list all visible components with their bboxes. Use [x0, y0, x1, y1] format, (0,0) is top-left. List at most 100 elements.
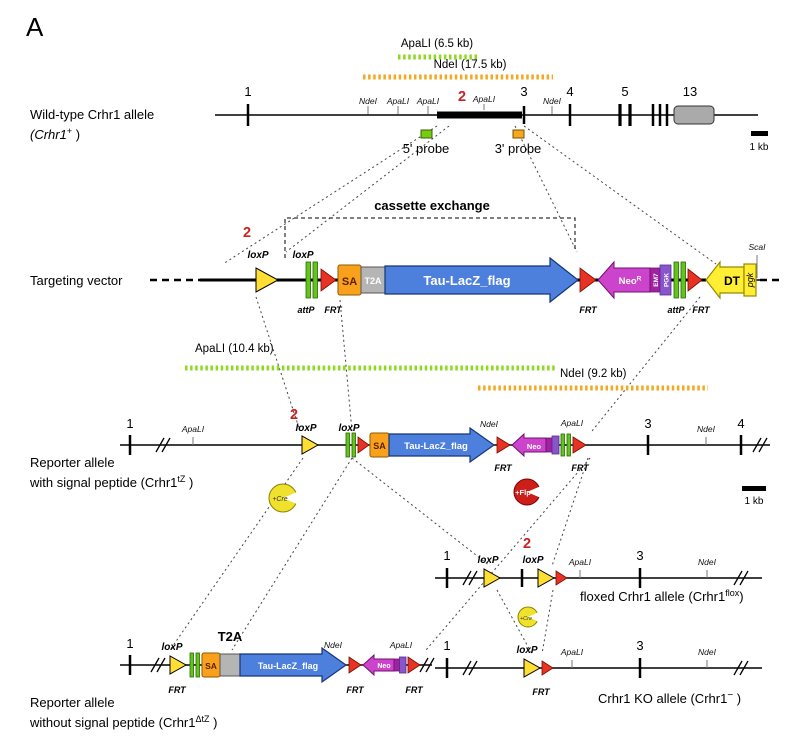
five-prime-probe-label: 5' probe: [403, 141, 450, 156]
five-prime-probe-box: [420, 129, 433, 139]
rnsp-neo-label: Neo: [377, 663, 390, 670]
rnsp-break-left: [150, 657, 166, 673]
cassette-exchange-label: cassette exchange: [374, 198, 490, 213]
wt-ndei-fragment-label: NdeI (17.5 kb): [434, 59, 507, 71]
vector-dt-label: DT: [724, 274, 741, 288]
vector-t2a-box: [360, 266, 386, 294]
cre-wedge: [283, 491, 299, 505]
rsp-exon3-label: 3: [644, 416, 651, 431]
rnsp-em7-box: [393, 658, 400, 672]
vector-pgk-box: [659, 264, 672, 296]
rsp-attp2-bar-b: [566, 433, 571, 457]
wt-title: Wild-type Crhr1 allele: [30, 107, 154, 122]
wt-apali-site-label-1: ApaLI: [386, 96, 410, 106]
floxed-loxp2-triangle: [537, 568, 556, 588]
rnsp-loxp-label: loxP: [161, 642, 182, 653]
ko-title: Crhr1 KO allele (Crhr1− ): [598, 690, 741, 706]
wt-scale-label: 1 kb: [750, 142, 769, 153]
panel-label: A: [26, 12, 44, 42]
rsp-ndei-fragment-label: NdeI (9.2 kb): [560, 368, 627, 380]
wt-apali-site-label-2: ApaLI: [416, 96, 440, 106]
rsp-tau-lacz-arrow: [388, 426, 496, 464]
rsp-frt0-triangle: [357, 436, 370, 454]
rnsp-t2a-box: [219, 653, 241, 677]
cre-small-wedge: [528, 612, 539, 622]
rsp-apali-mid-label: ApaLI: [560, 418, 584, 428]
cassette-exchange-bracket: [284, 217, 576, 258]
targeting-vector-section: cassette exchange 2 loxP loxP attP FRT S…: [30, 198, 780, 315]
rnsp-exon1-label: 1: [126, 636, 133, 651]
floxed-title: floxed Crhr1 allele (Crhr1flox): [580, 588, 744, 604]
rnsp-frt0-label: FRT: [168, 685, 187, 695]
rsp-loxp1-triangle: [301, 435, 320, 455]
rsp-frt1-triangle: [496, 436, 511, 454]
rnsp-sa-label: SA: [205, 661, 217, 671]
reporter-nosp-section: 1 loxP FRT SA T2A Tau-LacZ_flag NdeI FRT…: [29, 629, 435, 730]
rnsp-loxp-triangle: [169, 655, 188, 675]
rsp-attp2-bar-a: [560, 433, 565, 457]
wt-exon5-label: 5: [621, 84, 628, 99]
wt-exon2-label: 2: [458, 89, 466, 105]
wildtype-allele-section: ApaLI (6.5 kb) NdeI (17.5 kb) 1 NdeI Apa…: [30, 38, 769, 156]
rsp-title-2: with signal peptide (Crhr1tZ ): [29, 474, 193, 490]
three-prime-probe-box: [512, 129, 525, 139]
wt-exon13-utr-box: [673, 105, 715, 125]
ko-loxp-triangle: [523, 658, 542, 678]
vector-attp2-bar-a: [673, 261, 679, 299]
ko-allele-section: 1 loxP FRT ApaLI 3 NdeI Crhr1 KO allele …: [435, 638, 762, 706]
rsp-scale-label: 1 kb: [745, 496, 764, 507]
funnel-wt-to-vector: [222, 125, 717, 265]
vector-exon2-label: 2: [243, 225, 251, 241]
ko-break-left: [462, 660, 478, 676]
ko-break-right: [733, 660, 749, 676]
rnsp-frt1-triangle: [348, 656, 362, 674]
rsp-exon2-label: 2: [290, 407, 298, 423]
rnsp-tau-lacz-label: Tau-LacZ_flag: [258, 661, 318, 671]
rnsp-pgk-box: [399, 656, 407, 674]
three-prime-probe-label: 3' probe: [495, 141, 542, 156]
wt-exon1-label: 1: [244, 84, 251, 99]
rsp-attp-bar-b: [351, 432, 356, 458]
vector-loxp1-label: loxP: [247, 250, 268, 261]
floxed-allele-section: 1 loxP 2 loxP ApaLI 3 NdeI floxed Crhr1 …: [435, 536, 762, 628]
wt-exon13-label: 13: [683, 84, 697, 99]
funnel-vector-to-reporter: [255, 296, 701, 432]
wt-exon2-region: [437, 111, 522, 119]
rsp-tau-lacz-label: Tau-LacZ_flag: [404, 441, 468, 452]
rnsp-tau-lacz-arrow: [239, 646, 348, 684]
vector-frt2-label: FRT: [579, 305, 598, 315]
rsp-exon1-label: 1: [126, 416, 133, 431]
vector-attp1-bar-a: [305, 261, 311, 299]
floxed-loxp1-label: loxP: [477, 555, 498, 566]
floxed-break-left: [462, 570, 478, 586]
rsp-pgk-box: [551, 435, 560, 455]
rsp-neo-label: Neo: [527, 442, 542, 451]
vector-sa-label: SA: [342, 276, 357, 288]
rsp-em7-box: [545, 437, 553, 453]
vector-title: Targeting vector: [30, 273, 123, 288]
vector-attp2-label: attP: [667, 305, 685, 315]
wt-scale-bar: [751, 131, 768, 136]
ko-loxp-label: loxP: [516, 645, 537, 656]
vector-pgk-box-label: PGK: [664, 273, 671, 287]
ko-apali-label: ApaLI: [560, 647, 584, 657]
funnel-floxed-to-ko: [496, 589, 554, 655]
floxed-loxp1-triangle: [483, 568, 502, 588]
ko-frt-label: FRT: [532, 687, 551, 697]
wt-apali-fragment-label: ApaLI (6.5 kb): [401, 38, 473, 50]
vector-frt3-label: FRT: [692, 305, 711, 315]
ko-ndei-label: NdeI: [698, 647, 717, 657]
rsp-title-1: Reporter allele: [30, 455, 115, 470]
vector-tau-lacz-arrow: [384, 256, 579, 304]
wt-exon3-label: 3: [520, 84, 527, 99]
rnsp-ndei-label: NdeI: [324, 640, 343, 650]
rsp-apali-fragment-label: ApaLI (10.4 kb): [195, 343, 274, 355]
vector-frt1-triangle: [320, 268, 337, 292]
ko-exon1-label: 1: [443, 638, 450, 653]
wt-allele-name: (Crhr1+ ): [30, 126, 80, 142]
rsp-scale-bar: [742, 486, 766, 491]
vector-attp2-bar-b: [680, 261, 686, 299]
rsp-exon4-label: 4: [737, 416, 744, 431]
rsp-frt1-label: FRT: [494, 463, 513, 473]
